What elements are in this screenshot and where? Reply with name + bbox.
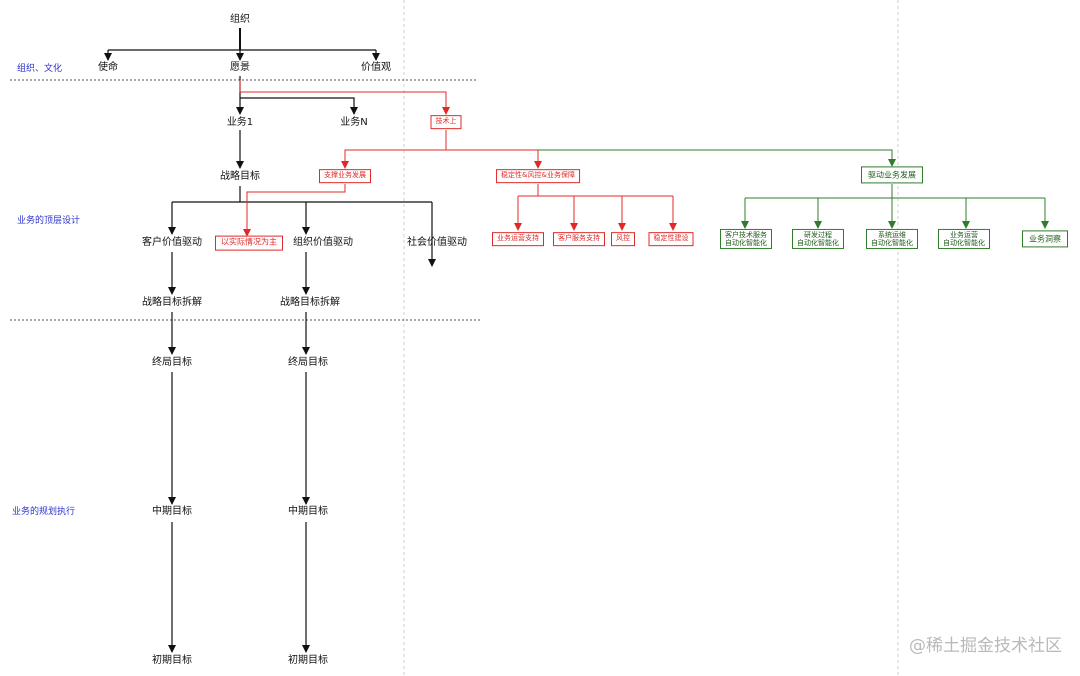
node-strategic-goal: 战略目标	[220, 171, 260, 182]
node-org-value: 组织价值驱动	[293, 237, 353, 248]
section-label-top-design: 业务的顶层设计	[17, 216, 81, 226]
black-connectors	[104, 28, 436, 653]
box-tech: 技术上	[430, 115, 462, 129]
box-drive-business: 驱动业务发展	[861, 166, 923, 184]
box-green-child-4: 业务洞察	[1022, 230, 1068, 248]
red-connectors	[239, 80, 677, 237]
box-actual-situation: 以实际情况为主	[215, 235, 283, 251]
section-label-planning-execution: 业务的规划执行	[12, 507, 76, 517]
green-child-0-line1: 客户技术服务	[725, 230, 767, 239]
node-values: 价值观	[361, 62, 391, 73]
green-child-3-line1: 业务运营	[950, 230, 978, 239]
node-bizN: 业务N	[340, 117, 368, 128]
box-green-child-1: 研发过程 自动化智能化	[792, 228, 844, 250]
node-final-2: 终局目标	[288, 357, 328, 368]
node-org: 组织	[230, 14, 250, 25]
node-mid-1: 中期目标	[152, 506, 192, 517]
box-green-child-3: 业务运营 自动化智能化	[938, 228, 990, 250]
box-red-child-3: 稳定性建设	[648, 232, 694, 246]
box-stability: 稳定性&风控&业务保障	[496, 169, 580, 183]
green-child-3-line2: 自动化智能化	[943, 239, 985, 247]
section-label-org-culture: 组织、文化	[17, 64, 63, 74]
node-decompose-2: 战略目标拆解	[280, 297, 340, 308]
node-decompose-1: 战略目标拆解	[142, 297, 202, 308]
green-connectors	[538, 149, 1049, 229]
green-child-2-line1: 系统运维	[878, 230, 906, 239]
box-red-child-2: 风控	[611, 232, 635, 246]
box-red-child-1: 客户服务支持	[553, 232, 605, 246]
node-final-1: 终局目标	[152, 357, 192, 368]
node-customer-value: 客户价值驱动	[142, 237, 202, 248]
box-green-child-2: 系统运维 自动化智能化	[866, 228, 918, 250]
node-social-value: 社会价值驱动	[407, 237, 467, 248]
node-vision: 愿景	[230, 62, 250, 73]
watermark: @稀土掘金技术社区	[909, 636, 1062, 656]
node-mission: 使命	[98, 62, 118, 73]
green-child-1-line2: 自动化智能化	[797, 239, 839, 247]
box-green-child-0: 客户技术服务 自动化智能化	[720, 228, 772, 250]
box-red-child-0: 业务运营支持	[492, 232, 544, 246]
node-init-2: 初期目标	[288, 655, 328, 666]
green-child-1-line1: 研发过程	[804, 230, 832, 239]
section-separators	[10, 79, 480, 321]
node-init-1: 初期目标	[152, 655, 192, 666]
node-mid-2: 中期目标	[288, 506, 328, 517]
column-guides	[403, 0, 899, 676]
green-child-2-line2: 自动化智能化	[871, 239, 913, 247]
box-support-business: 支撑业务发展	[319, 169, 371, 183]
green-child-0-line2: 自动化智能化	[725, 239, 767, 247]
node-biz1: 业务1	[226, 117, 254, 128]
